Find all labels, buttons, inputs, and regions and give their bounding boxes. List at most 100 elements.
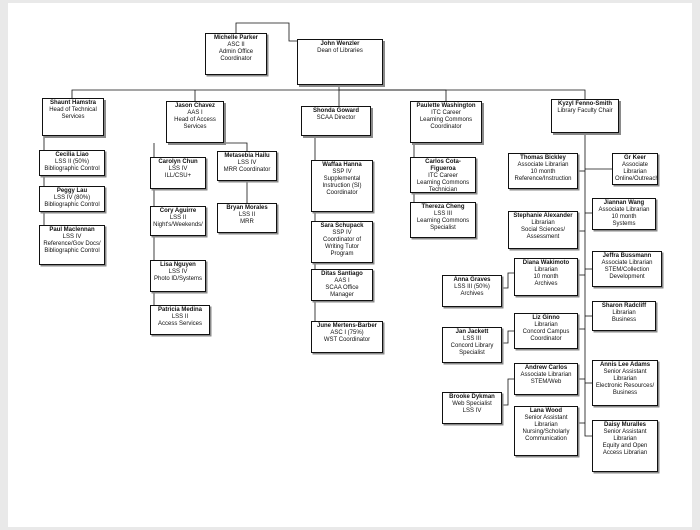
org-node-title-line: LSS III — [462, 336, 481, 342]
org-node-name: Lisa Nguyen — [160, 262, 196, 268]
org-node-name: Thereza Cheng — [421, 204, 465, 210]
org-node-title-line: Bibliographic Control — [44, 166, 100, 172]
org-node-title-line: Systems — [612, 221, 636, 227]
org-node-title-line: MRR — [240, 219, 254, 225]
org-node-name: Gr Keer — [623, 155, 646, 161]
org-node-title-line: Associate Librarian — [520, 372, 572, 378]
org-node-title-line: Coordinator — [430, 124, 462, 130]
org-node-title-line: Supplemental — [323, 176, 361, 182]
org-node-title-line: Associate Librarian — [517, 162, 569, 168]
org-node-title-line: MRR Coordinator — [223, 167, 271, 173]
org-node-title-line: Social Sciences/ — [520, 227, 566, 233]
org-node-name: Shaunt Hamstra — [49, 100, 96, 106]
org-node-name: Michelle Parker — [213, 35, 259, 41]
org-node-title-line: Librarian — [531, 220, 555, 226]
org-node-title-line: STEM/Collection — [604, 267, 650, 273]
org-node-title-line: Specialist — [459, 350, 485, 356]
org-node-title-line: ITC Career — [428, 173, 458, 179]
org-node-title-line: Library Faculty Chair — [557, 108, 613, 114]
connector-line — [502, 378, 514, 406]
org-node-title-line: Services — [61, 114, 85, 120]
org-node-title-line: SSP IV — [332, 230, 352, 236]
org-node-title-line: LSS IV — [462, 408, 482, 414]
connector-line — [502, 330, 514, 344]
org-node-title-line: Equity and Open — [602, 443, 648, 449]
org-node-title-line: Archives — [534, 281, 558, 287]
org-node-title-line: Librarian — [534, 322, 558, 328]
org-node-title-line: Coordinator — [326, 190, 358, 196]
connector-line — [339, 89, 586, 99]
org-node-name: Jason Chavez — [174, 103, 216, 109]
org-node-title-line: AAS I — [334, 278, 350, 284]
org-node-name: Daisy Muralles — [603, 422, 647, 428]
org-node-name: Sharon Radcliff — [601, 303, 647, 309]
org-node-title-line: LSS II — [171, 314, 189, 320]
org-node-title-line: LSS II — [169, 215, 187, 221]
org-node-title-line: Coordinator — [530, 336, 562, 342]
org-node-title-line: ASC I (75%) — [330, 330, 364, 336]
org-node-title-line: Learning Commons — [416, 218, 470, 224]
org-node-title-line: Concord Library — [450, 343, 494, 349]
org-node-title-line: Business — [611, 317, 637, 323]
org-node-name: Paulette Washington — [416, 103, 476, 109]
org-node-name: Lana Wood — [529, 408, 563, 414]
org-node-title-line: Dean of Libraries — [317, 48, 363, 54]
org-node-title-line: Writing Tutor — [325, 244, 359, 250]
org-node-title-line: LSS IV (80%) — [53, 195, 91, 201]
org-node-title-line: Bibliographic Control — [44, 202, 100, 208]
org-node-name: Jeffra Bussmann — [602, 253, 652, 259]
org-node-title-line: ASC II — [227, 42, 245, 48]
org-node-title-line: Learning Commons — [419, 117, 473, 123]
org-node-name: Cory Aguirre — [159, 208, 197, 214]
org-node-title-line: Online/Outreach — [615, 176, 658, 182]
connector-line — [502, 272, 514, 289]
org-node-title-line: Learning Commons — [416, 180, 470, 186]
org-node-title-line: ITC Career — [431, 110, 461, 116]
org-node-title-line: SSP IV — [332, 169, 352, 175]
org-node-title-line: Program — [330, 251, 354, 257]
org-node-title-line: Head of Access — [174, 117, 216, 123]
org-node-title-line: Coordinator — [220, 56, 252, 62]
org-node-title-line: 10 month — [611, 214, 637, 220]
connector-line — [224, 142, 248, 151]
org-node-title-line: Night's/Weekends/ — [153, 222, 203, 228]
org-node-name: Cecilia Liao — [55, 152, 89, 158]
org-node-title-line: Instruction (SI) — [322, 183, 362, 189]
org-node-title-line: LSS IV — [237, 160, 257, 166]
org-node-name: Liz Ginno — [532, 315, 560, 321]
org-node-name: Ditas Santiago — [321, 271, 363, 277]
org-node-title-line: Librarian — [534, 422, 558, 428]
org-node-title-line: LSS IV — [168, 166, 188, 172]
org-node-name: Patricia Medina — [157, 307, 202, 313]
org-node-title-line: Associate Librarian — [598, 207, 650, 213]
org-node-name: Jan Jackett — [455, 329, 489, 335]
org-node-title-line: Reference/Instruction — [514, 176, 572, 182]
org-node-title-line: Coordinator of — [322, 237, 362, 243]
org-node-name: Carolyn Chun — [158, 159, 198, 165]
org-node-name: Annis Lee Adams — [599, 362, 651, 368]
org-node-title-line: Electronic Resources/ — [595, 383, 655, 389]
org-node-title-line: Photo ID/Systems — [153, 276, 203, 282]
